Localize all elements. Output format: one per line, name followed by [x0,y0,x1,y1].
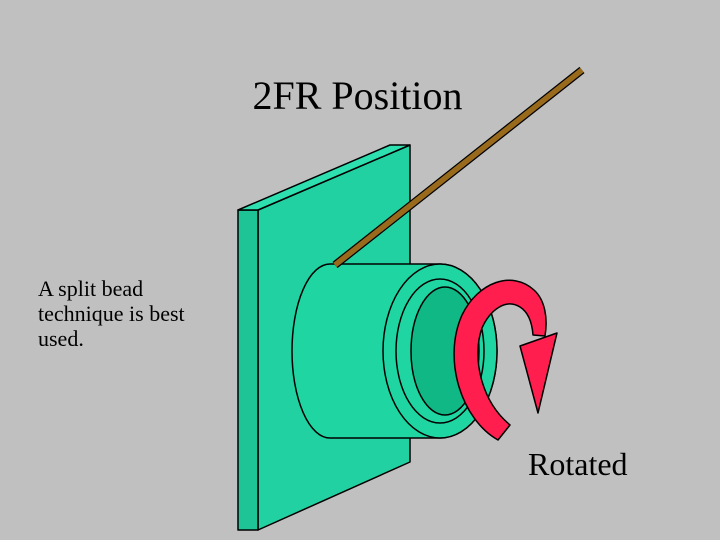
rotation-arrow-shaft [453,279,547,441]
rotation-arrow-icon [453,279,558,441]
plate-left-edge [237,209,259,531]
filler-rod [332,66,585,269]
plate-top-edge [237,144,411,211]
body-text: A split bead technique is best used. [38,276,185,351]
rotation-arrow-head [519,332,558,414]
rotation-label: Rotated [528,446,628,482]
slide-title: 2FR Position [252,73,463,118]
